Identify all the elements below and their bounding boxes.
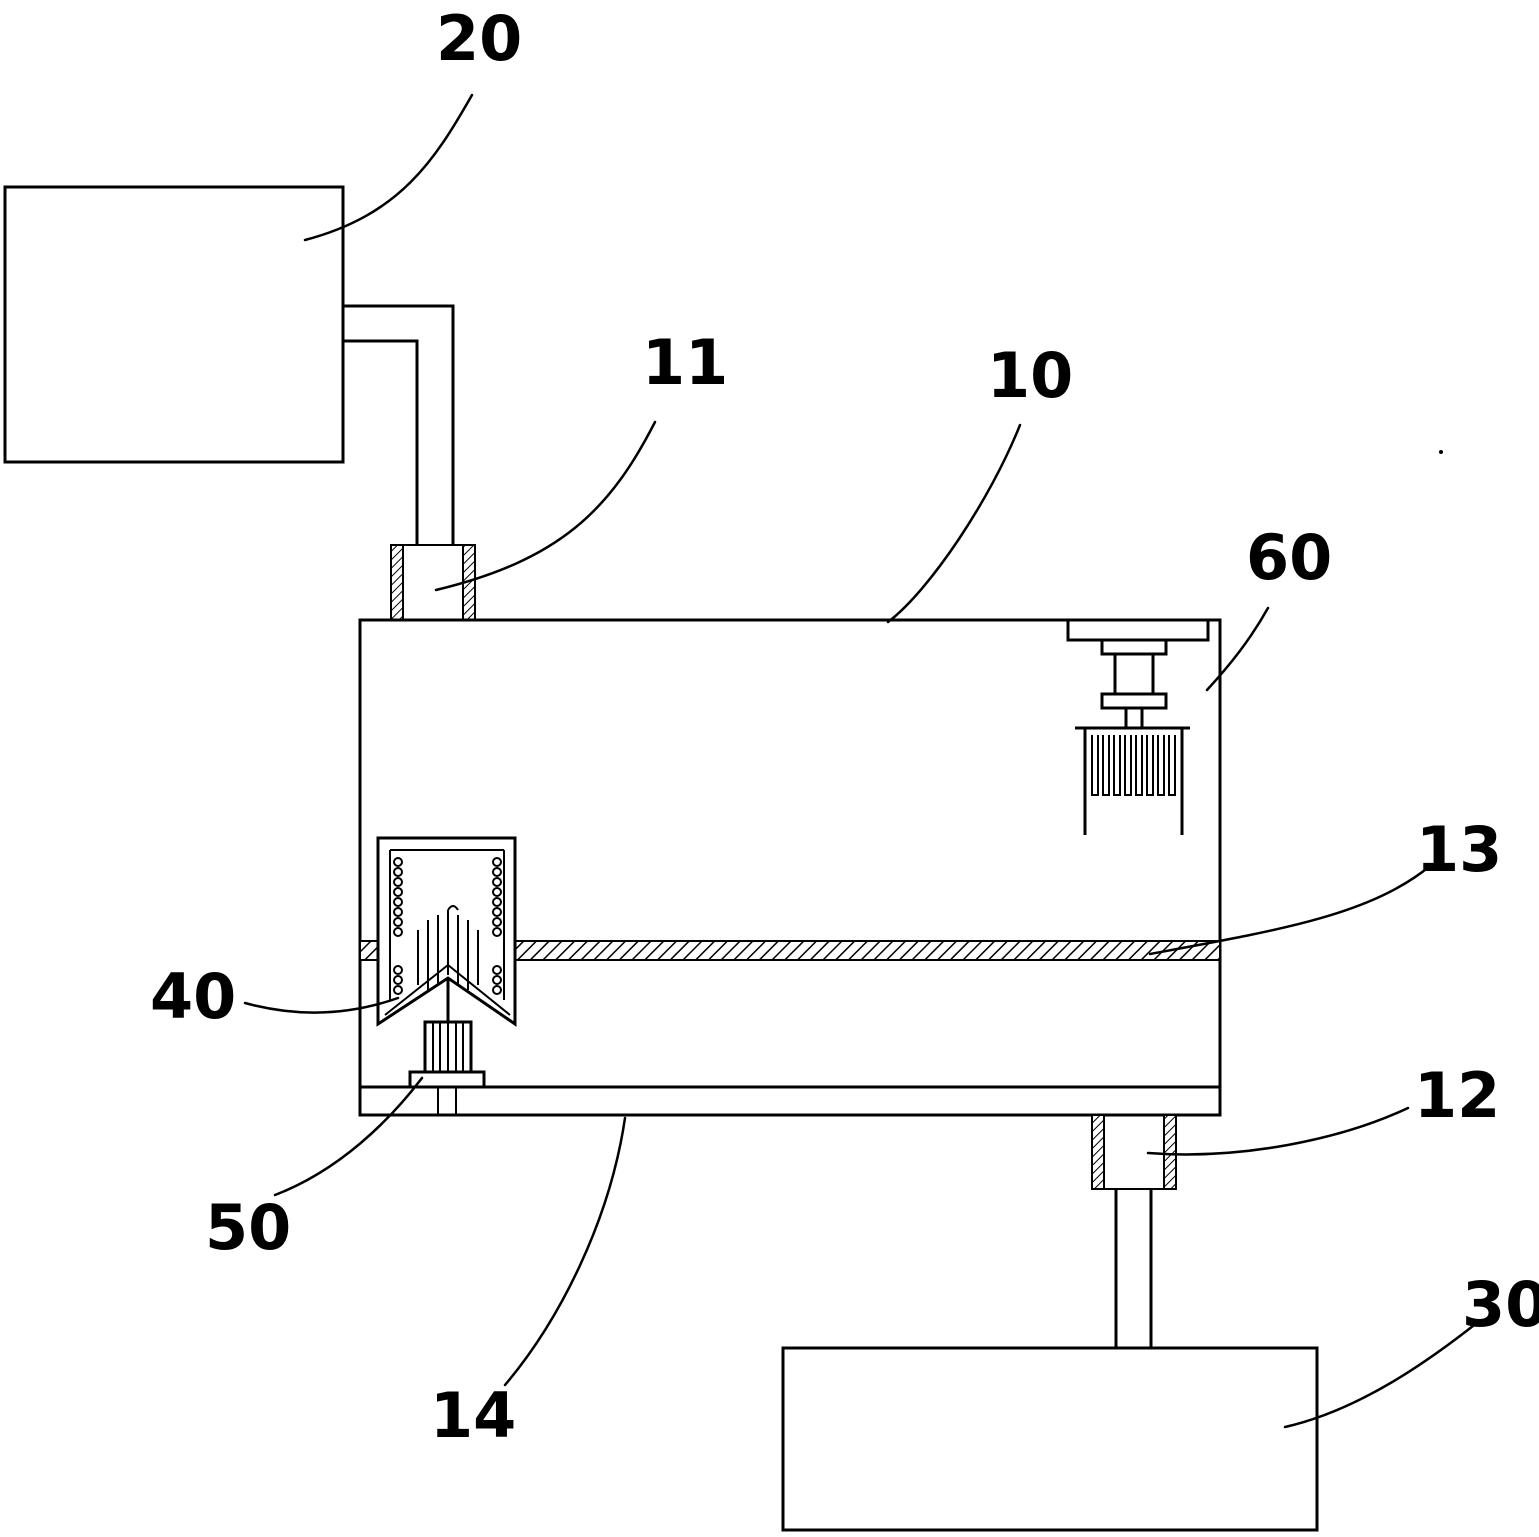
leader-13 — [1148, 864, 1432, 956]
collector-box — [781, 1346, 1319, 1532]
brush-unit — [1066, 618, 1210, 835]
outlet-pipe — [1091, 1114, 1177, 1190]
feed-pipe — [343, 304, 455, 545]
feed-unit-box — [3, 185, 345, 464]
label-11: 11 — [642, 326, 728, 399]
stirrer-assembly — [376, 836, 517, 1027]
label-13: 13 — [1416, 813, 1502, 886]
label-60: 60 — [1246, 521, 1332, 594]
stirrer-blades — [417, 905, 479, 990]
tank-body — [358, 618, 1222, 1117]
leader-14 — [503, 1116, 627, 1387]
label-20: 20 — [436, 2, 522, 75]
leader-11 — [434, 420, 657, 592]
label-30: 30 — [1462, 1268, 1539, 1341]
brush-bristles — [1091, 735, 1176, 796]
leader-lines — [243, 93, 1480, 1429]
leader-60 — [1205, 606, 1270, 692]
label-50: 50 — [205, 1191, 291, 1264]
stirrer-coils-right — [492, 857, 502, 995]
label-14: 14 — [430, 1379, 516, 1452]
motor-assembly — [408, 1020, 486, 1116]
leader-50 — [273, 1076, 424, 1197]
stray-dot — [1439, 450, 1443, 454]
inlet-pipe — [390, 544, 476, 621]
stirrer-coils-left — [393, 857, 403, 995]
label-40: 40 — [150, 960, 236, 1033]
label-10: 10 — [987, 339, 1073, 412]
leader-20 — [303, 93, 474, 242]
screen-plate — [359, 940, 1221, 961]
leader-12 — [1146, 1106, 1410, 1156]
collector-pipe — [1114, 1189, 1153, 1348]
label-12: 12 — [1414, 1059, 1500, 1132]
leader-30 — [1283, 1320, 1480, 1429]
leader-40 — [243, 996, 400, 1014]
leader-10 — [886, 423, 1022, 624]
